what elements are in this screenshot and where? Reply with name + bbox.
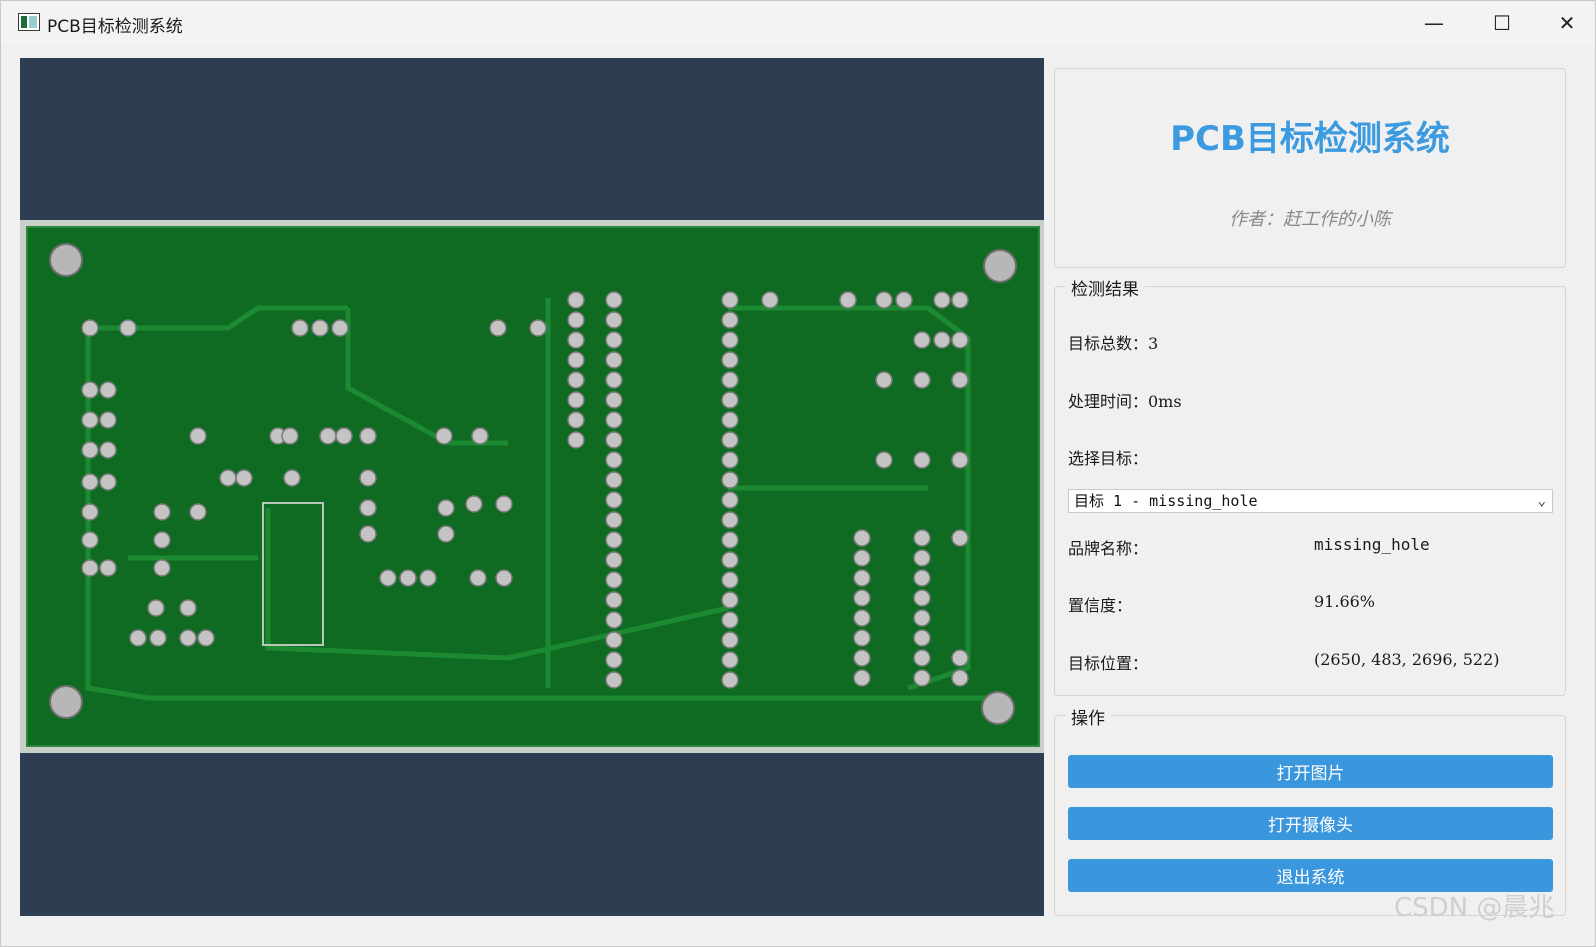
maximize-button[interactable]: ☐ (1493, 11, 1511, 35)
confidence-label: 置信度： (1068, 596, 1133, 615)
brand-name-label: 品牌名称： (1068, 539, 1149, 558)
title-bar: PCB目标检测系统 — ☐ ✕ (1, 1, 1595, 45)
results-group-label: 检测结果 (1065, 275, 1145, 300)
watermark: CSDN @晨兆 (1394, 893, 1555, 923)
header-panel: PCB目标检测系统 作者：赶工作的小陈 (1054, 68, 1566, 268)
pcb-traces (49, 243, 1017, 725)
target-position-label: 目标位置： (1068, 654, 1149, 673)
processing-time-label: 处理时间：0ms (1068, 392, 1182, 411)
open-image-button[interactable]: 打开图片 (1068, 755, 1553, 788)
results-group: 检测结果 目标总数：3 处理时间：0ms 选择目标： 目标 1 - missin… (1054, 275, 1566, 696)
target-select-value: 目标 1 - missing_hole (1074, 492, 1258, 510)
minimize-button[interactable]: — (1424, 11, 1444, 35)
app-icon (18, 13, 40, 31)
confidence-value: 91.66% (1314, 592, 1376, 611)
operations-group: 操作 打开图片 打开摄像头 退出系统 (1054, 704, 1566, 916)
select-target-label: 选择目标： (1068, 449, 1149, 468)
chevron-down-icon: ⌄ (1537, 493, 1546, 509)
brand-name-value: missing_hole (1314, 535, 1430, 554)
operations-group-label: 操作 (1065, 704, 1111, 729)
pcb-image (20, 220, 1044, 753)
target-select[interactable]: 目标 1 - missing_hole ⌄ (1068, 489, 1553, 513)
close-button[interactable]: ✕ (1558, 11, 1576, 35)
exit-system-button[interactable]: 退出系统 (1068, 859, 1553, 892)
window-title: PCB目标检测系统 (47, 17, 183, 37)
app-title: PCB目标检测系统 (1170, 119, 1450, 159)
target-position-value: (2650, 483, 2696, 522) (1314, 650, 1500, 669)
open-camera-button[interactable]: 打开摄像头 (1068, 807, 1553, 840)
author-label: 作者：赶工作的小陈 (1229, 209, 1391, 230)
pcb-board (26, 226, 1040, 747)
target-count-label: 目标总数：3 (1068, 334, 1159, 353)
image-viewer (20, 58, 1044, 916)
